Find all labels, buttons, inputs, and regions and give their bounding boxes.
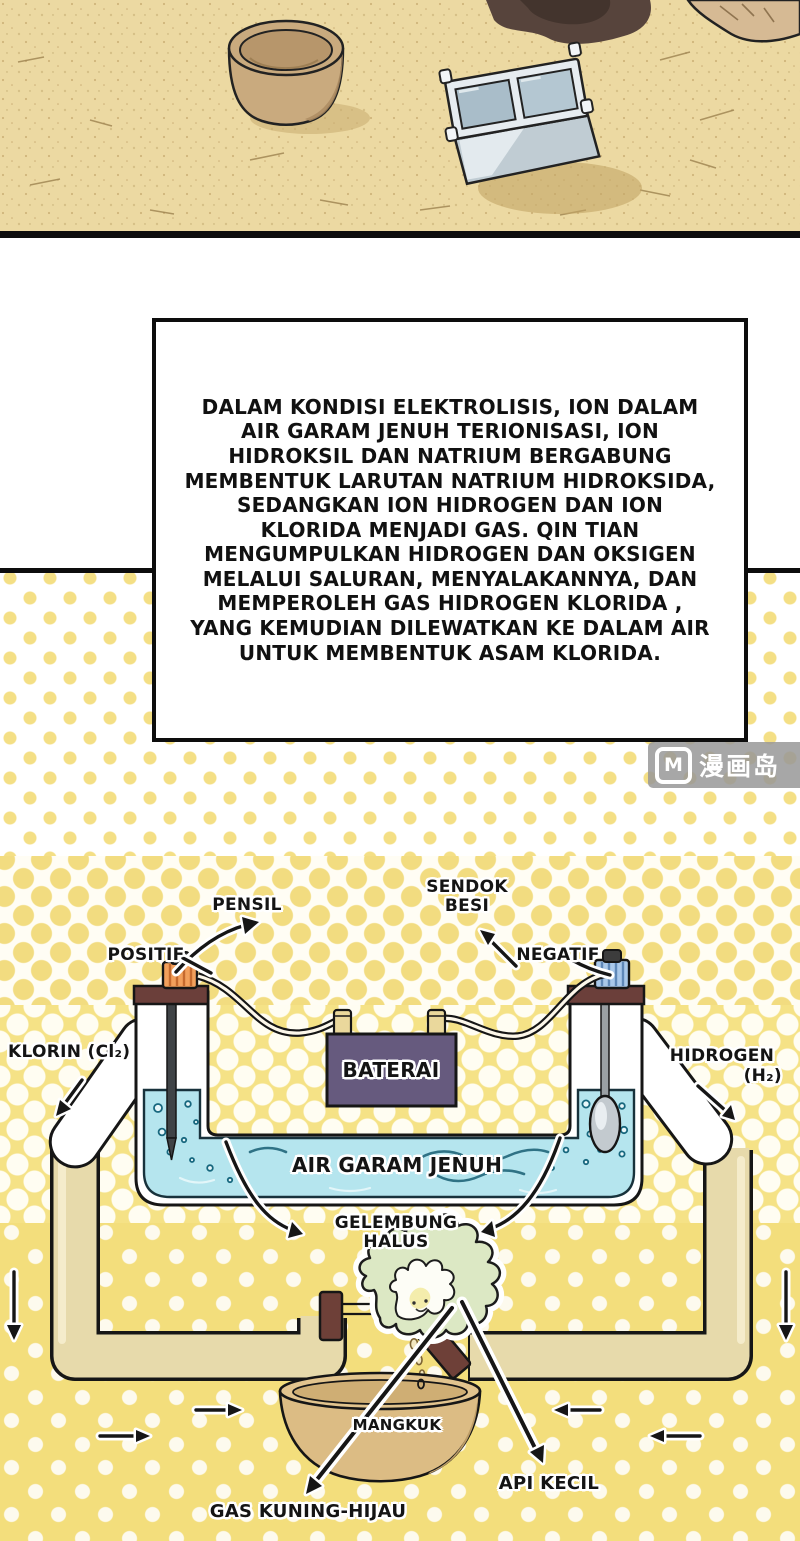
arrow-klorin bbox=[53, 1075, 87, 1119]
metal-box bbox=[438, 41, 601, 186]
dark-rock bbox=[486, 0, 651, 44]
label-baterai: BATERAI bbox=[342, 1058, 440, 1082]
battery bbox=[325, 1008, 458, 1108]
narration-box: DALAM KONDISI ELEKTROLISIS, ION DALAM AI… bbox=[152, 318, 748, 742]
label-negatif: NEGATIF bbox=[516, 945, 600, 965]
dots-band-mid1 bbox=[0, 856, 800, 1005]
sand-panel bbox=[0, 0, 800, 232]
clay-bowl bbox=[227, 19, 345, 126]
leader-negatif bbox=[567, 955, 615, 980]
arrow-bubbles-right bbox=[478, 1133, 565, 1240]
watermark: M 漫画岛 bbox=[648, 742, 800, 788]
label-gelembung: GELEMBUNG HALUS bbox=[334, 1213, 458, 1253]
narration-text: DALAM KONDISI ELEKTROLISIS, ION DALAM AI… bbox=[184, 394, 716, 665]
label-sendok-besi: SENDOK BESI bbox=[426, 877, 508, 917]
arrow-hidrogen bbox=[693, 1081, 738, 1123]
wire-right bbox=[439, 970, 607, 1040]
label-gas-kuning: GAS KUNING-HIJAU bbox=[209, 1501, 407, 1522]
label-hidrogen: HIDROGEN (H₂) bbox=[656, 1028, 788, 1106]
arrow-api-kecil bbox=[456, 1296, 547, 1466]
box-shadow bbox=[478, 162, 642, 214]
pencil-electrode bbox=[166, 999, 177, 1161]
label-api-kecil: API KECIL bbox=[498, 1473, 600, 1494]
watermark-site-name: 漫画岛 bbox=[699, 752, 781, 781]
wire-left bbox=[196, 972, 343, 1037]
panel-border bbox=[0, 231, 800, 238]
label-hidrogen-line1: HIDROGEN bbox=[669, 1046, 775, 1067]
label-positif: POSITIF bbox=[107, 945, 185, 965]
arrow-bubbles-left bbox=[221, 1137, 306, 1241]
arrow-sendok bbox=[477, 927, 521, 971]
flow-arrows bbox=[4, 1267, 796, 1445]
gas-jet-lines bbox=[342, 1302, 374, 1316]
arrow-gas-product bbox=[303, 1302, 458, 1497]
gas-loop-right bbox=[468, 1148, 753, 1381]
watermark-logo: M bbox=[655, 746, 692, 784]
label-mangkuk: MANGKUK bbox=[352, 1416, 442, 1434]
label-air-garam: AIR GARAM JENUH bbox=[291, 1153, 503, 1177]
burner-nozzle-left bbox=[318, 1290, 344, 1342]
label-hidrogen-line2: (H₂) bbox=[743, 1065, 782, 1086]
label-klorin: KLORIN (Cl₂) bbox=[8, 1042, 131, 1062]
leader-positif bbox=[178, 953, 216, 978]
spoon-electrode bbox=[588, 999, 622, 1154]
arrow-pensil bbox=[171, 914, 262, 977]
sack bbox=[686, 0, 800, 43]
box-pegs bbox=[438, 41, 594, 143]
label-pensil: PENSIL bbox=[212, 895, 282, 915]
water-waves bbox=[178, 1146, 558, 1195]
electrolysis-diagram bbox=[4, 914, 796, 1497]
